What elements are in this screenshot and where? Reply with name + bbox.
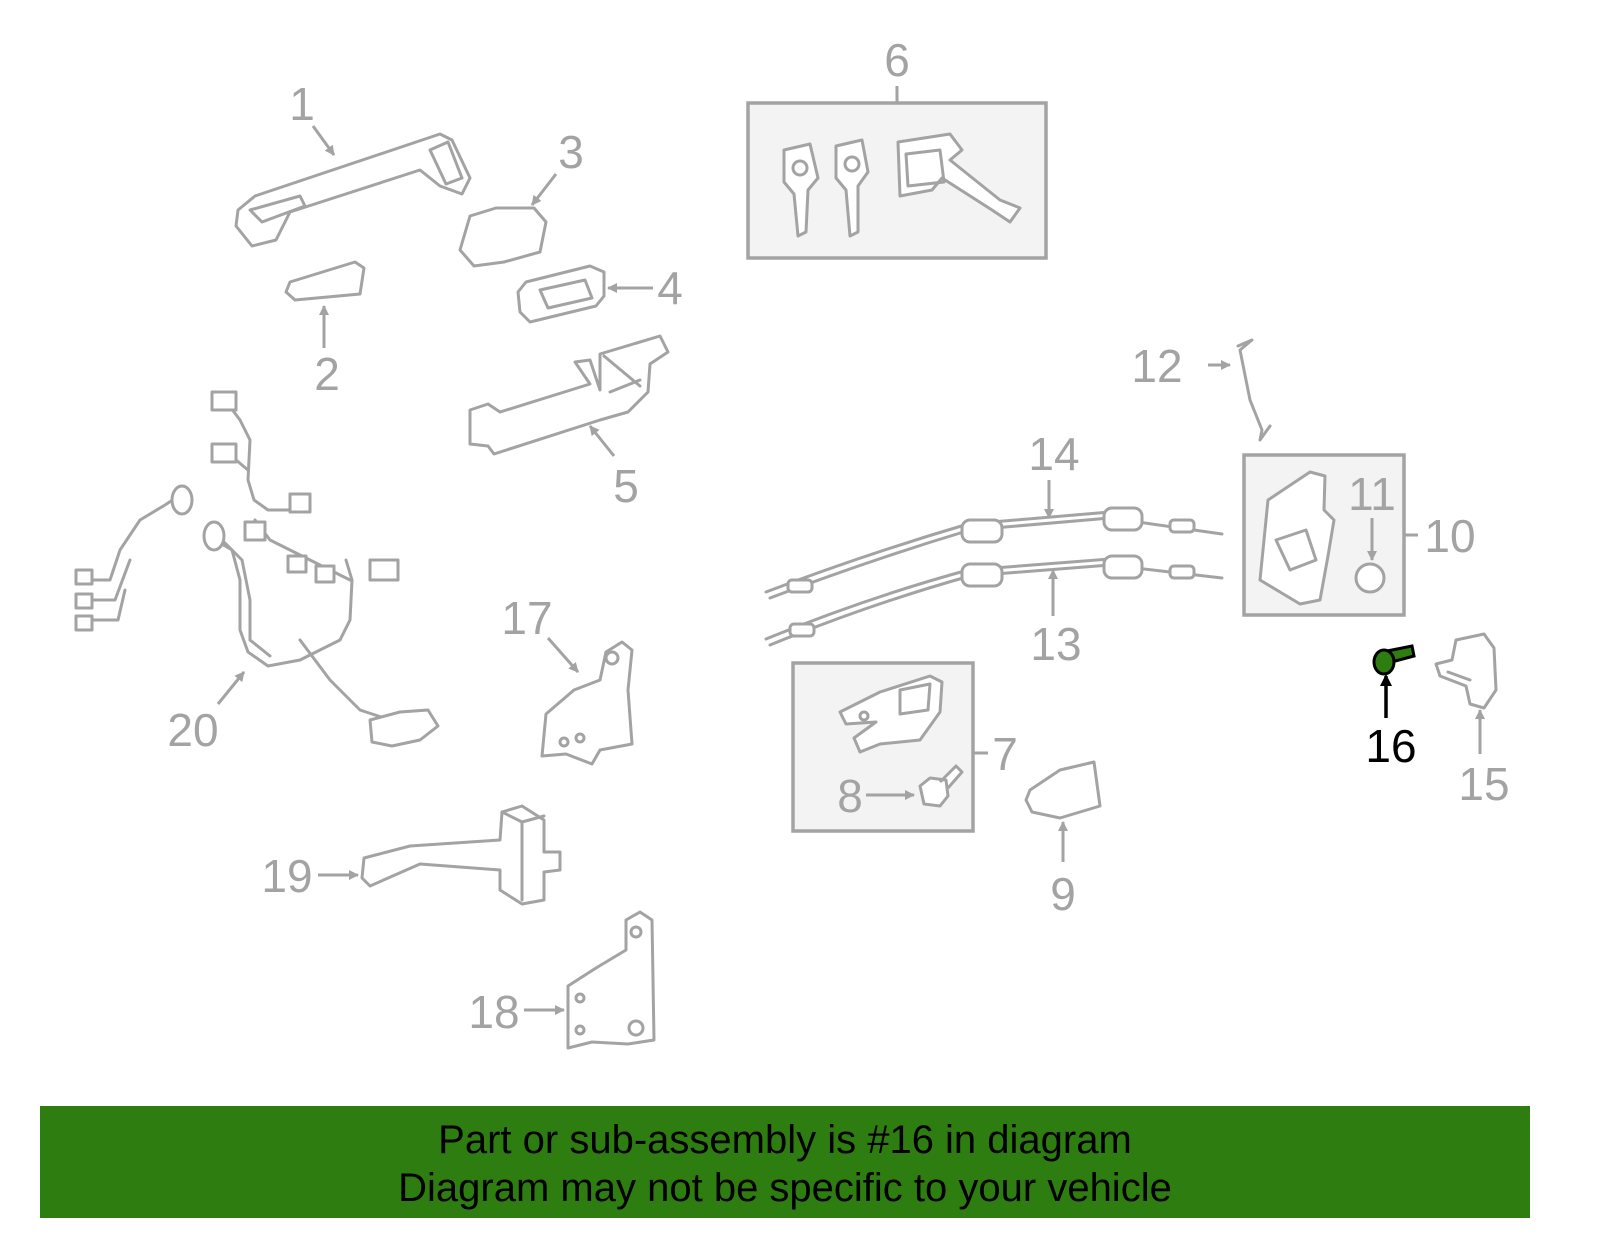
part-3-pad[interactable] [458, 206, 548, 268]
part-18-hinge[interactable] [566, 910, 656, 1050]
callout-15: 15 [1458, 758, 1509, 810]
callout-10: 10 [1424, 510, 1475, 562]
callout-8: 8 [837, 770, 863, 822]
part-1-outside-handle[interactable] [234, 132, 472, 248]
callout-11: 11 [1348, 468, 1396, 520]
callout-16: 16 [1365, 720, 1416, 772]
part-13-cable[interactable] [764, 554, 1224, 647]
part-19-door-check[interactable] [360, 804, 562, 906]
part-15-striker[interactable] [1434, 632, 1498, 710]
leader-lines [216, 86, 1485, 1015]
part-9-cap[interactable] [1024, 760, 1102, 820]
part-7-inside-handle[interactable] [791, 661, 975, 833]
part-16-bolt[interactable] [1372, 644, 1416, 676]
part-10-lock-assembly[interactable] [1242, 453, 1406, 617]
part-20-wire-harness[interactable] [74, 390, 440, 748]
callout-20: 20 [167, 704, 218, 756]
callout-12: 12 [1131, 340, 1182, 392]
part-17-hinge[interactable] [540, 640, 634, 766]
part-4-gasket[interactable] [516, 264, 606, 324]
info-banner: Part or sub-assembly is #16 in diagram D… [40, 1106, 1530, 1218]
callout-5: 5 [613, 460, 639, 512]
callout-13: 13 [1030, 618, 1081, 670]
callout-14: 14 [1028, 428, 1079, 480]
callout-3: 3 [558, 126, 584, 178]
part-5-frame[interactable] [468, 334, 670, 456]
callout-4: 4 [657, 262, 683, 314]
callout-18: 18 [468, 986, 519, 1038]
banner-line-1: Part or sub-assembly is #16 in diagram [438, 1118, 1132, 1162]
part-12-rod[interactable] [1236, 338, 1272, 442]
banner-line-2: Diagram may not be specific to your vehi… [398, 1166, 1172, 1210]
callout-1: 1 [289, 78, 315, 130]
callout-9: 9 [1050, 868, 1076, 920]
callout-19: 19 [261, 850, 312, 902]
part-8-screw[interactable] [918, 764, 964, 808]
callout-7: 7 [992, 728, 1018, 780]
part-6-key-cylinder-set[interactable] [746, 101, 1048, 260]
part-2-handle-pad[interactable] [284, 260, 366, 302]
callout-2: 2 [314, 348, 340, 400]
callout-6: 6 [884, 34, 910, 86]
part-14-cable[interactable] [764, 506, 1224, 600]
callout-17: 17 [501, 592, 552, 644]
